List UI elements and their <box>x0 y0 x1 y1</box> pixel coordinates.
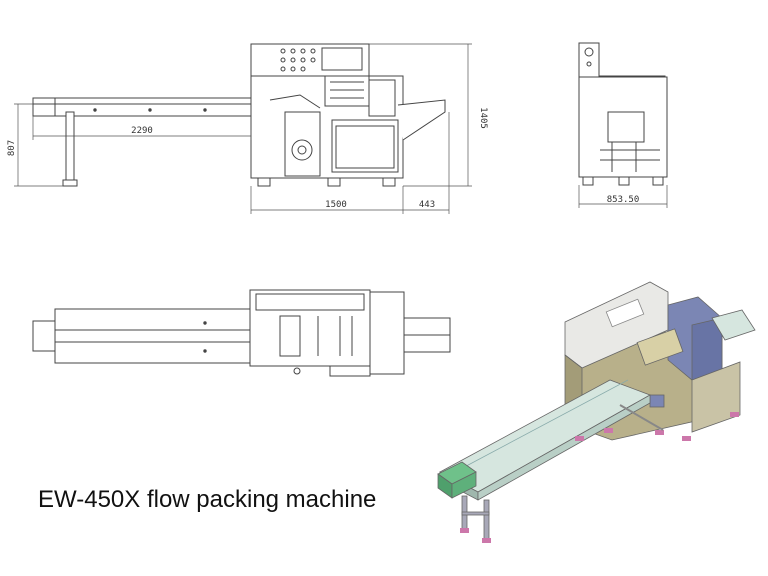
top-main-body <box>249 289 371 367</box>
dim-body-width: 853.50 <box>607 195 640 205</box>
front-control-panel <box>250 43 370 77</box>
front-view <box>32 43 446 187</box>
dim-conveyor-height: 807 <box>7 140 17 156</box>
top-head-unit <box>369 291 405 375</box>
front-film-roller <box>291 139 313 161</box>
render-feet <box>460 412 739 543</box>
render-legs <box>461 495 490 541</box>
dim-body-length: 1500 <box>325 200 347 210</box>
side-view <box>578 42 668 186</box>
front-machine-body <box>250 75 404 179</box>
top-infeed-end <box>32 320 56 352</box>
dim-conveyor-length: 2290 <box>131 126 153 136</box>
render-cabinet <box>691 361 741 433</box>
machine-render <box>437 281 756 543</box>
dim-total-height: 1405 <box>478 107 488 129</box>
side-dimensions <box>578 185 668 208</box>
front-cabinet <box>331 119 399 173</box>
top-conveyor <box>54 308 269 364</box>
top-view <box>32 289 451 377</box>
dim-outfeed-length: 443 <box>419 200 435 210</box>
caption: EW-450X flow packing machine <box>38 486 377 513</box>
front-outfeed <box>397 99 446 141</box>
render-outfeed <box>711 309 756 341</box>
front-conveyor-leg <box>65 111 75 183</box>
front-dimensions <box>14 43 472 214</box>
side-body <box>578 76 668 178</box>
